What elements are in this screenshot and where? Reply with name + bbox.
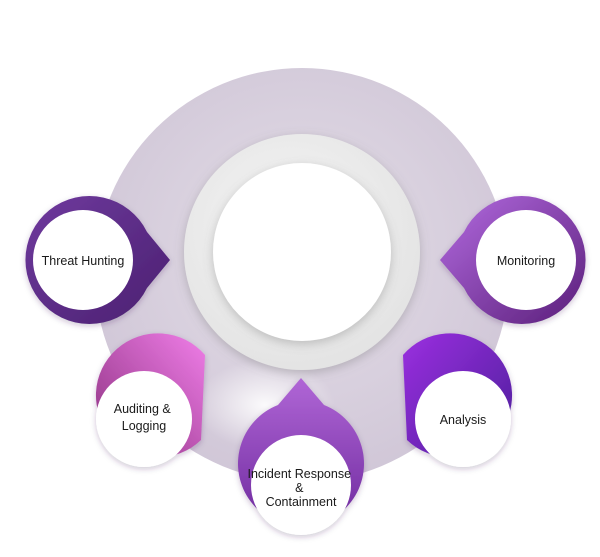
node-monitoring xyxy=(440,196,586,324)
node-threat-hunting xyxy=(25,196,171,324)
node-threat-hunting-label: Threat Hunting xyxy=(42,254,125,268)
node-incident-response-label: Incident Response & Containment xyxy=(247,467,354,509)
node-auditing-logging xyxy=(95,333,205,467)
node-analysis-label: Analysis xyxy=(440,413,487,427)
node-monitoring-label: Monitoring xyxy=(497,254,555,268)
node-analysis xyxy=(403,333,513,467)
node-auditing-logging-disc xyxy=(96,371,192,467)
node-threat-hunting-disc xyxy=(33,210,133,310)
node-incident-response xyxy=(238,378,365,535)
node-incident-response-disc xyxy=(251,435,351,535)
node-analysis-disc xyxy=(415,371,511,467)
node-monitoring-disc xyxy=(476,210,576,310)
node-auditing-logging-label: Auditing & Logging xyxy=(114,402,174,433)
center-circle xyxy=(213,163,391,341)
